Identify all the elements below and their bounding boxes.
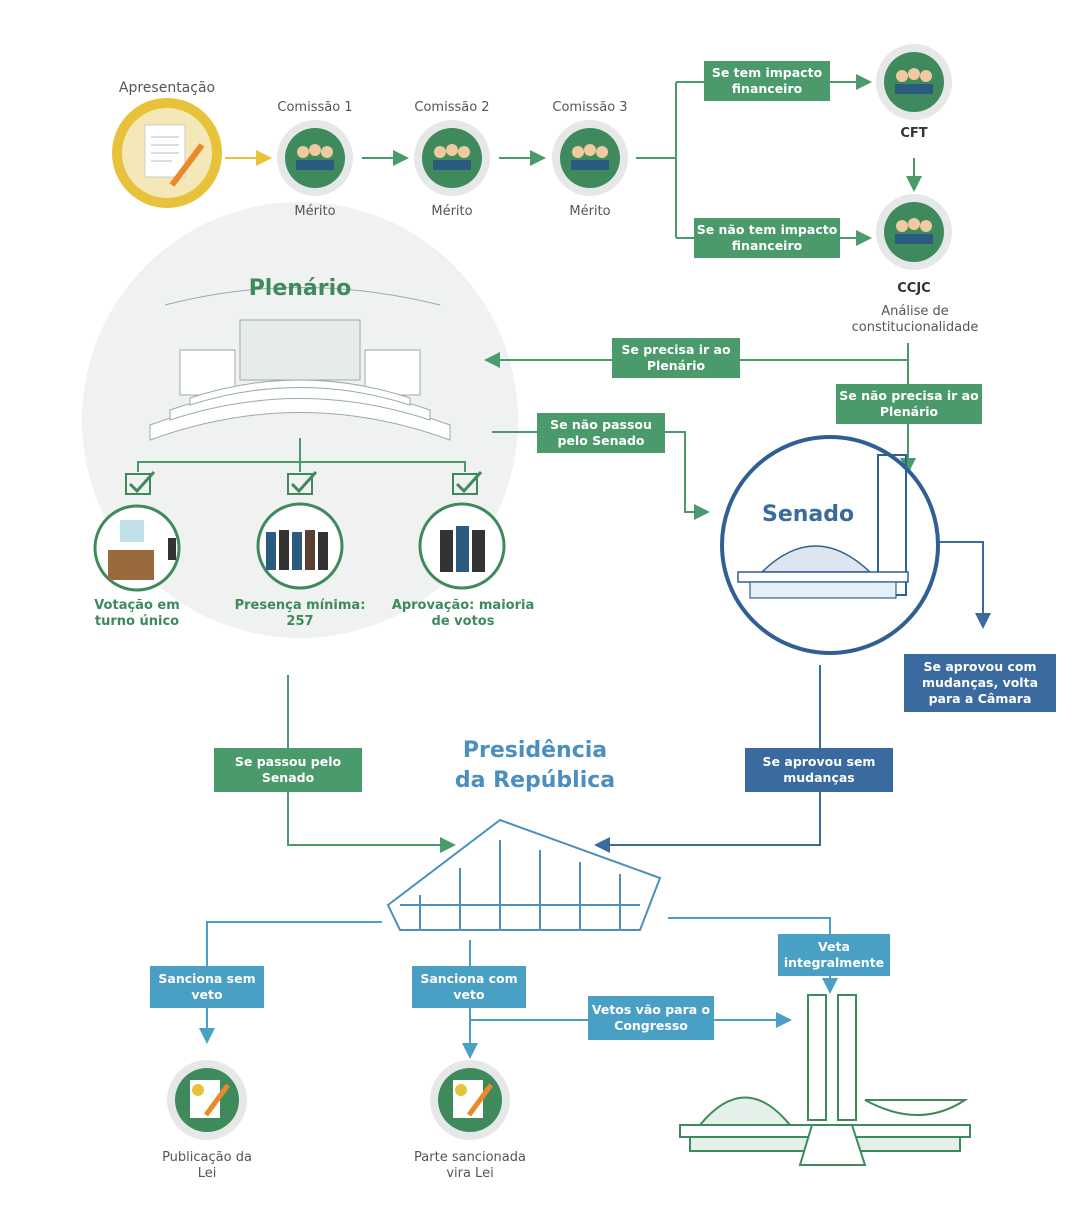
check-icon-3 xyxy=(452,470,483,495)
apresentacao-label: Apresentação xyxy=(118,80,216,96)
commission-3-icon xyxy=(552,120,628,196)
people-group-icon xyxy=(256,502,344,590)
comissao-2-label: Comissão 2 xyxy=(414,100,490,115)
commission-1-icon xyxy=(277,120,353,196)
congresso-building-icon xyxy=(679,994,971,1166)
comissao-1-label: Comissão 1 xyxy=(277,100,353,115)
branch-vetos-congresso: Vetos vão para o Congresso xyxy=(588,996,714,1040)
branch-aprovou-sem-mudancas: Se aprovou sem mudanças xyxy=(745,748,893,792)
ccjc-label: CCJC xyxy=(897,281,931,296)
parte-sancionada-label: Parte sancionada vira Lei xyxy=(414,1150,526,1181)
cft-label: CFT xyxy=(900,126,928,141)
merito-label-1: Mérito xyxy=(294,204,336,219)
branch-aprovou-com-mudancas: Se aprovou com mudanças, volta para a Câ… xyxy=(904,654,1056,712)
presidencia-title-line1: Presidência xyxy=(462,738,608,763)
branch-nao-precisa-plenario: Se não precisa ir ao Plenário xyxy=(836,384,982,424)
approval-people-icon xyxy=(418,502,506,590)
branch-precisa-plenario: Se precisa ir ao Plenário xyxy=(612,338,740,378)
branch-veta-integralmente: Veta integralmente xyxy=(778,934,890,976)
plenario-bg xyxy=(82,202,518,638)
merito-label-3: Mérito xyxy=(569,204,611,219)
ccjc-description: Análise de constitucionalidade xyxy=(851,304,979,335)
comissao-3-label: Comissão 3 xyxy=(552,100,628,115)
cft-icon xyxy=(876,44,952,120)
certificate-icon-2 xyxy=(430,1060,510,1140)
certificate-icon-1 xyxy=(167,1060,247,1140)
ccjc-icon xyxy=(876,194,952,270)
plenario-title: Plenário xyxy=(248,276,352,301)
votacao-label: Votação em turno único xyxy=(94,598,180,629)
aprovacao-label: Aprovação: maioria de votos xyxy=(391,598,535,629)
document-icon xyxy=(112,98,222,208)
branch-sanciona-com-veto: Sanciona com veto xyxy=(412,966,526,1008)
branch-passou-senado: Se passou pelo Senado xyxy=(214,748,362,792)
commission-2-icon xyxy=(414,120,490,196)
check-icon-2 xyxy=(287,470,318,495)
presidencia-title-line2: da República xyxy=(454,768,616,793)
ballot-box-icon xyxy=(93,504,181,592)
merito-label-2: Mérito xyxy=(431,204,473,219)
branch-nao-tem-impacto: Se não tem impacto financeiro xyxy=(694,218,840,258)
presidencia-building-icon xyxy=(386,818,662,931)
senado-building-icon xyxy=(720,435,940,655)
plenario-chamber-illustration xyxy=(149,287,451,441)
presenca-label: Presença mínima: 257 xyxy=(234,598,366,629)
branch-tem-impacto: Se tem impacto financeiro xyxy=(704,61,830,101)
branch-sanciona-sem-veto: Sanciona sem veto xyxy=(150,966,264,1008)
check-icon-1 xyxy=(125,470,156,495)
publicacao-label: Publicação da Lei xyxy=(162,1150,252,1181)
branch-nao-passou-senado: Se não passou pelo Senado xyxy=(537,413,665,453)
senado-title: Senado xyxy=(762,502,855,527)
